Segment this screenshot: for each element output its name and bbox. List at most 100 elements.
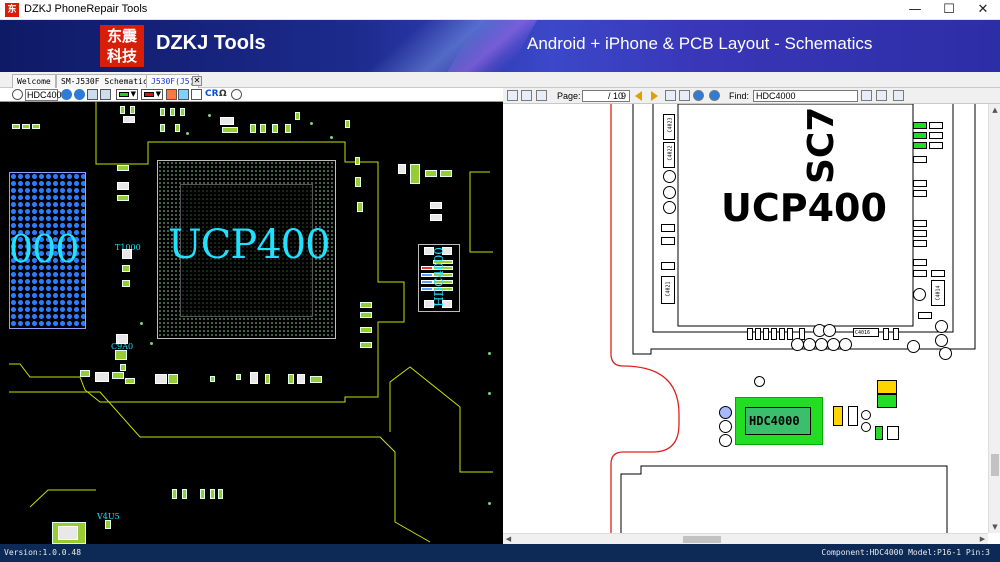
tab-welcome[interactable]: Welcome (12, 74, 56, 88)
component-search-input[interactable]: HDC4000 (25, 89, 67, 101)
tab-schematic[interactable]: SM-J530F Schematic (56, 74, 153, 88)
test-point (935, 320, 948, 333)
resistor[interactable] (848, 406, 858, 426)
flip-board-icon[interactable] (100, 89, 111, 100)
highlighted-resistor[interactable] (913, 122, 927, 129)
resistor[interactable] (833, 406, 843, 426)
resistor[interactable] (755, 328, 761, 340)
resistor[interactable] (883, 328, 889, 340)
resistor[interactable] (771, 328, 777, 340)
close-button[interactable]: ✕ (977, 2, 989, 17)
page-icon[interactable] (191, 89, 202, 100)
resistor[interactable] (787, 328, 793, 340)
grid-icon[interactable] (178, 89, 189, 100)
color-green-select[interactable]: ▼ (116, 89, 138, 100)
resistor[interactable] (913, 180, 927, 187)
smd-pad (360, 312, 372, 318)
highlighted-resistor[interactable] (877, 394, 897, 408)
resistor[interactable] (918, 312, 932, 319)
first-page-icon[interactable] (665, 90, 676, 101)
scroll-thumb[interactable] (683, 536, 721, 543)
smd-pad (22, 124, 30, 129)
resistor[interactable] (661, 237, 675, 245)
scroll-down-icon[interactable]: ▼ (992, 523, 998, 531)
find-input[interactable]: HDC4000 (753, 90, 858, 102)
minimize-button[interactable]: — (908, 2, 922, 17)
color-red-select[interactable]: ▼ (141, 89, 163, 100)
smd-pad (172, 489, 177, 499)
capacitor-c4014[interactable] (931, 280, 945, 306)
print-icon[interactable] (536, 90, 547, 101)
resistance-toggle[interactable]: Ω (219, 89, 227, 99)
scroll-right-icon[interactable]: ▶ (979, 535, 986, 543)
maximize-button[interactable]: ☐ (943, 2, 955, 17)
resistor[interactable] (931, 270, 945, 277)
capacitor-c4021[interactable] (661, 276, 675, 304)
ref-c9a0: C9A0 (111, 342, 134, 351)
smd-pad (430, 214, 442, 221)
resistor[interactable] (929, 142, 943, 149)
resistor[interactable] (913, 240, 927, 247)
prev-page-icon[interactable] (635, 91, 642, 101)
smd-pad (125, 378, 135, 384)
highlighted-resistor[interactable] (913, 132, 927, 139)
cr-toggle[interactable]: CR (205, 89, 219, 99)
pcb-layout-view[interactable]: 000 UCP400 HDC4000 T1000 C9A0 V4U5 (0, 102, 503, 544)
copy-icon[interactable] (521, 90, 532, 101)
smd-pad (32, 124, 40, 129)
resistor[interactable] (877, 380, 897, 394)
resistor[interactable] (913, 190, 927, 197)
pcb-scroll-strip (493, 102, 503, 544)
resistor[interactable] (913, 220, 927, 227)
resistor[interactable] (747, 328, 753, 340)
scroll-up-icon[interactable]: ▲ (992, 106, 998, 114)
find-next-icon[interactable] (876, 90, 887, 101)
chevron-down-icon: ▼ (130, 90, 136, 98)
search-icon[interactable] (12, 89, 23, 100)
find-prev-icon[interactable] (861, 90, 872, 101)
resistor[interactable] (887, 426, 899, 440)
capacitor-c4022[interactable] (663, 142, 675, 168)
resistor[interactable] (661, 224, 675, 232)
resistor[interactable] (913, 230, 927, 237)
ref-c4021: C4021 (665, 281, 672, 297)
capacitor-c4016[interactable] (853, 328, 879, 337)
document-tab-bar: Welcome SM-J530F Schematic J530F(J5) ✕ (0, 72, 1000, 88)
scroll-left-icon[interactable]: ◀ (505, 535, 512, 543)
scroll-thumb[interactable] (991, 454, 999, 476)
highlight-icon[interactable] (893, 90, 904, 101)
via (150, 342, 153, 345)
resistor[interactable] (763, 328, 769, 340)
highlighted-resistor[interactable] (913, 142, 927, 149)
smd-pad (112, 372, 124, 379)
zoom-in-icon[interactable] (61, 89, 72, 100)
resistor[interactable] (913, 156, 927, 163)
smd-pad (285, 124, 291, 133)
resistor[interactable] (913, 259, 927, 266)
zoom-out-icon[interactable] (74, 89, 85, 100)
resistor[interactable] (913, 270, 927, 277)
layer-icon[interactable] (166, 89, 177, 100)
connector-pad (433, 280, 453, 284)
next-page-icon[interactable] (651, 91, 658, 101)
resistor[interactable] (929, 122, 943, 129)
zoom-out-icon[interactable] (693, 90, 704, 101)
ref-t1000: T1000 (115, 243, 141, 252)
fit-view-icon[interactable] (87, 89, 98, 100)
schematic-vertical-scrollbar[interactable]: ▲ ▼ (988, 104, 1000, 533)
resistor[interactable] (661, 262, 675, 270)
fit-page-icon[interactable] (679, 90, 690, 101)
highlighted-resistor[interactable] (875, 426, 883, 440)
open-file-icon[interactable] (507, 90, 518, 101)
tab-close-icon[interactable]: ✕ (192, 76, 202, 86)
schematic-view[interactable]: SC7 UCP400 C4023 C4022 C4021 C4014 C4016 (503, 104, 988, 533)
page-number-input[interactable]: 9 (582, 90, 630, 102)
schematic-horizontal-scrollbar[interactable]: ◀ ▶ (503, 533, 988, 544)
resistor[interactable] (893, 328, 899, 340)
settings-icon[interactable] (231, 89, 242, 100)
resistor[interactable] (779, 328, 785, 340)
ucp400-chip-label: UCP400 (168, 222, 331, 268)
resistor[interactable] (929, 132, 943, 139)
capacitor-c4023[interactable] (663, 114, 675, 140)
zoom-in-icon[interactable] (709, 90, 720, 101)
